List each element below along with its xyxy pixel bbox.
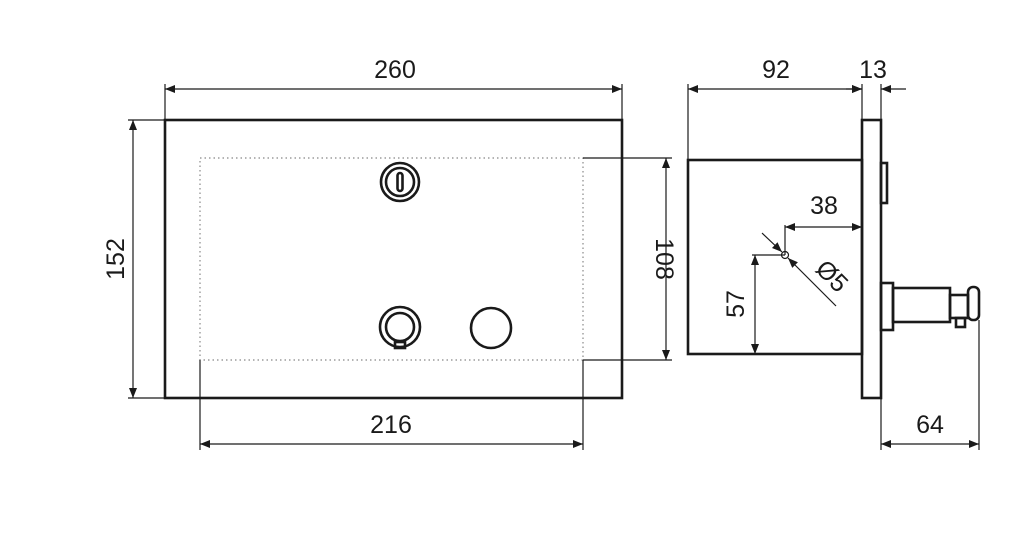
dimension-knob-projection: 64 [880, 320, 980, 450]
dimension-inner-height: 108 [583, 157, 678, 361]
lock-icon [379, 161, 421, 203]
plate-bump [879, 161, 889, 205]
window-outline [199, 157, 584, 361]
hole-diameter-label: Ø5 [810, 255, 853, 298]
side-housing-outline [686, 158, 864, 356]
dimension-hole-offset: 38 [784, 192, 862, 255]
height-label: 152 [102, 238, 130, 280]
dimension-hole-height: 57 [722, 254, 785, 354]
knob-projection-label: 64 [916, 411, 944, 439]
inner-height-label: 108 [650, 238, 678, 280]
width-label: 260 [374, 56, 416, 84]
knob-icon [879, 281, 981, 332]
front-view: 260 152 108 216 [102, 56, 678, 450]
hole-offset-label: 38 [810, 192, 838, 220]
plate-label: 13 [859, 56, 887, 84]
inner-width-label: 216 [370, 411, 412, 439]
depth-label: 92 [762, 56, 790, 84]
dimension-plate: 13 [846, 56, 906, 120]
dimension-height: 152 [102, 119, 165, 399]
dimension-width: 260 [164, 56, 623, 120]
mounting-plate [860, 118, 883, 400]
push-button-icon [378, 305, 422, 350]
dimension-inner-width: 216 [199, 360, 584, 450]
side-view: 92 13 38 57 Ø5 64 [686, 56, 981, 450]
hole-height-label: 57 [722, 290, 750, 318]
dimension-hole-diameter: Ø5 [761, 232, 853, 307]
round-button-icon [469, 306, 513, 350]
dimension-depth: 92 [687, 56, 863, 160]
front-housing-outline [163, 118, 624, 400]
